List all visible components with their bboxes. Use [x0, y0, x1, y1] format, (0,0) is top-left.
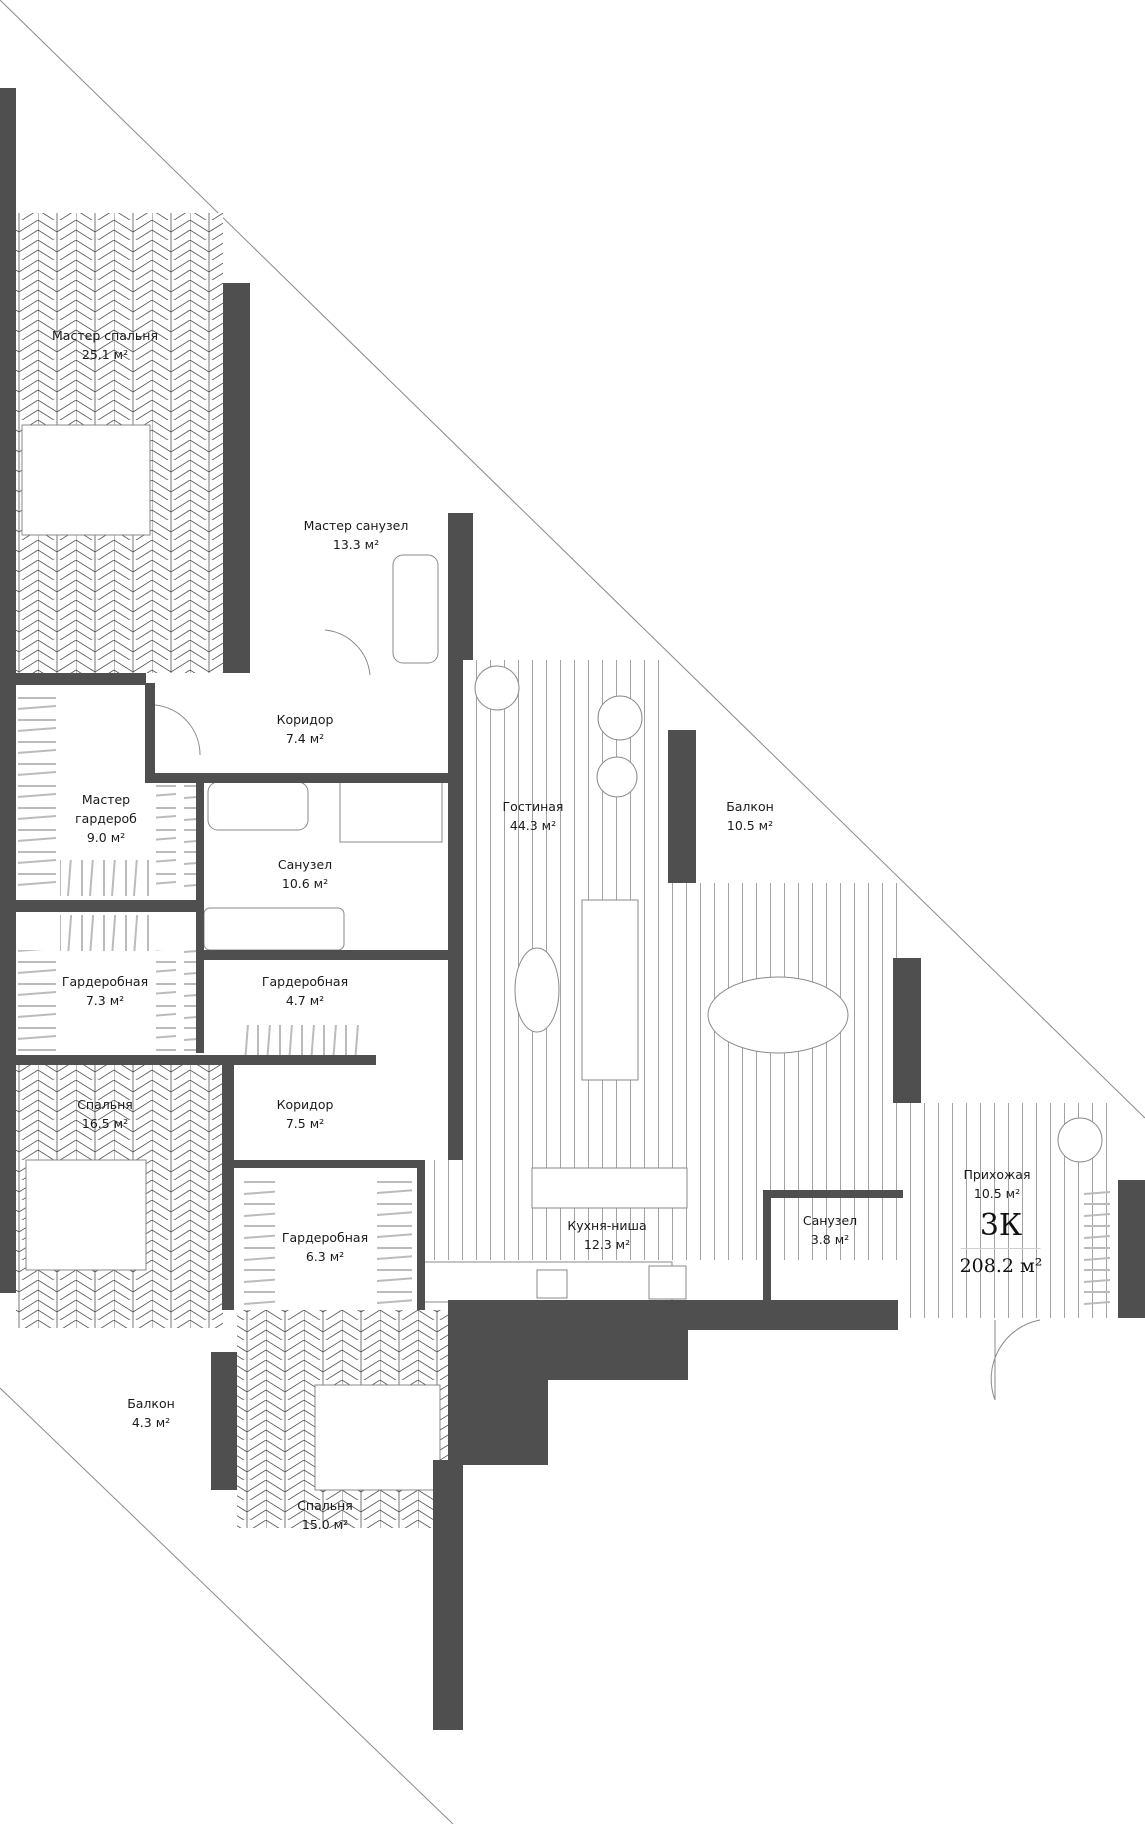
room-label-corridor-1: Коридор 7.4 м² [277, 710, 334, 748]
room-area: 12.3 м² [583, 1237, 631, 1252]
room-label-wardrobe-2: Гардеробная 4.7 м² [262, 972, 348, 1010]
room-area: 10.6 м² [281, 876, 329, 891]
room-name: Коридор [276, 712, 334, 727]
room-label-wardrobe-3: Гардеробная 6.3 м² [282, 1228, 368, 1266]
dining-table [707, 976, 849, 1054]
furniture [21, 424, 1103, 1491]
room-area: 9.0 м² [86, 830, 126, 845]
doors [154, 629, 1041, 1401]
room-name: Прихожая [963, 1167, 1031, 1182]
room-label-wardrobe-1: Гардеробная 7.3 м² [62, 972, 148, 1010]
door-corridor-1 [154, 704, 201, 756]
shower [339, 781, 443, 843]
kitchen-island [531, 1167, 688, 1209]
room-label-bedroom-2: Спальня 15.0 м² [297, 1496, 353, 1534]
room-area: 4.3 м² [131, 1415, 171, 1430]
room-label-corridor-2: Коридор 7.5 м² [277, 1095, 334, 1133]
door-master-bath [324, 629, 371, 676]
room-area: 6.3 м² [305, 1249, 345, 1264]
room-area: 3.8 м² [810, 1232, 850, 1247]
armchair [597, 695, 643, 741]
sink-double [203, 907, 345, 951]
room-area: 4.7 м² [285, 993, 325, 1008]
room-label-bedroom-1: Спальня 16.5 м² [77, 1095, 133, 1133]
room-area: 13.3 м² [332, 537, 380, 552]
sofa [581, 899, 639, 1081]
plant-hall [1057, 1117, 1103, 1163]
room-name: Балкон [127, 1396, 175, 1411]
room-label-kitchen: Кухня-ниша 12.3 м² [567, 1216, 646, 1254]
room-area: 10.5 м² [973, 1186, 1021, 1201]
room-name: Спальня [297, 1498, 353, 1513]
room-name: Мастер спальня [52, 328, 158, 343]
cooktop [648, 1265, 687, 1300]
bathtub [207, 781, 309, 831]
divider [960, 1248, 1041, 1249]
room-label-balcony-1: Балкон 10.5 м² [726, 797, 774, 835]
room-name: Гардеробная [281, 1230, 369, 1245]
bed-bedroom-2 [314, 1384, 441, 1491]
room-label-master-bath: Мастер санузел 13.3 м² [304, 516, 409, 554]
apartment-summary: 3К 208.2 м² [960, 1208, 1043, 1277]
plant-living [474, 665, 520, 711]
room-label-bathroom-1: Санузел 10.6 м² [278, 855, 332, 893]
bed-bedroom-1 [25, 1159, 147, 1271]
room-name: Санузел [802, 1213, 858, 1228]
room-area: 25.1 м² [81, 347, 129, 362]
walls [0, 88, 1145, 1730]
room-area: 7.3 м² [85, 993, 125, 1008]
room-area: 10.5 м² [726, 818, 774, 833]
room-area: 7.5 м² [285, 1116, 325, 1131]
room-label-bathroom-2: Санузел 3.8 м² [803, 1211, 857, 1249]
room-label-living: Гостиная 44.3 м² [503, 797, 564, 835]
room-name: Балкон [726, 799, 774, 814]
room-name: Спальня [77, 1097, 133, 1112]
door-entrance [990, 1319, 1041, 1401]
room-label-master-wardrobe: Мастер гардероб 9.0 м² [75, 790, 137, 847]
room-area: 15.0 м² [301, 1517, 349, 1532]
floor-corridor-extension [763, 1103, 898, 1198]
room-area: 44.3 м² [509, 818, 557, 833]
room-name: Санузел [277, 857, 333, 872]
room-name: Кухня-ниша [567, 1218, 647, 1233]
room-label-master-bedroom: Мастер спальня 25.1 м² [52, 326, 158, 364]
total-area: 208.2 м² [959, 1255, 1043, 1277]
kitchen-sink [536, 1269, 568, 1299]
room-name: Гардеробная [261, 974, 349, 989]
floor-dining [670, 883, 898, 1260]
room-name: Мастер санузел [303, 518, 409, 533]
room-area: 7.4 м² [285, 731, 325, 746]
room-name: Гардеробная [61, 974, 149, 989]
apartment-type: 3К [979, 1208, 1023, 1243]
room-name: Гостиная [502, 799, 564, 814]
room-area: 16.5 м² [81, 1116, 129, 1131]
bathtub-master [392, 554, 439, 664]
coffee-table [514, 947, 560, 1033]
room-name-line2: гардероб [75, 811, 137, 826]
room-name: Коридор [276, 1097, 334, 1112]
room-label-hall: Прихожая 10.5 м² [964, 1165, 1031, 1203]
pouf [596, 756, 638, 798]
bed-master [21, 424, 151, 536]
room-name: Мастер [81, 792, 131, 807]
room-label-balcony-2: Балкон 4.3 м² [127, 1394, 175, 1432]
